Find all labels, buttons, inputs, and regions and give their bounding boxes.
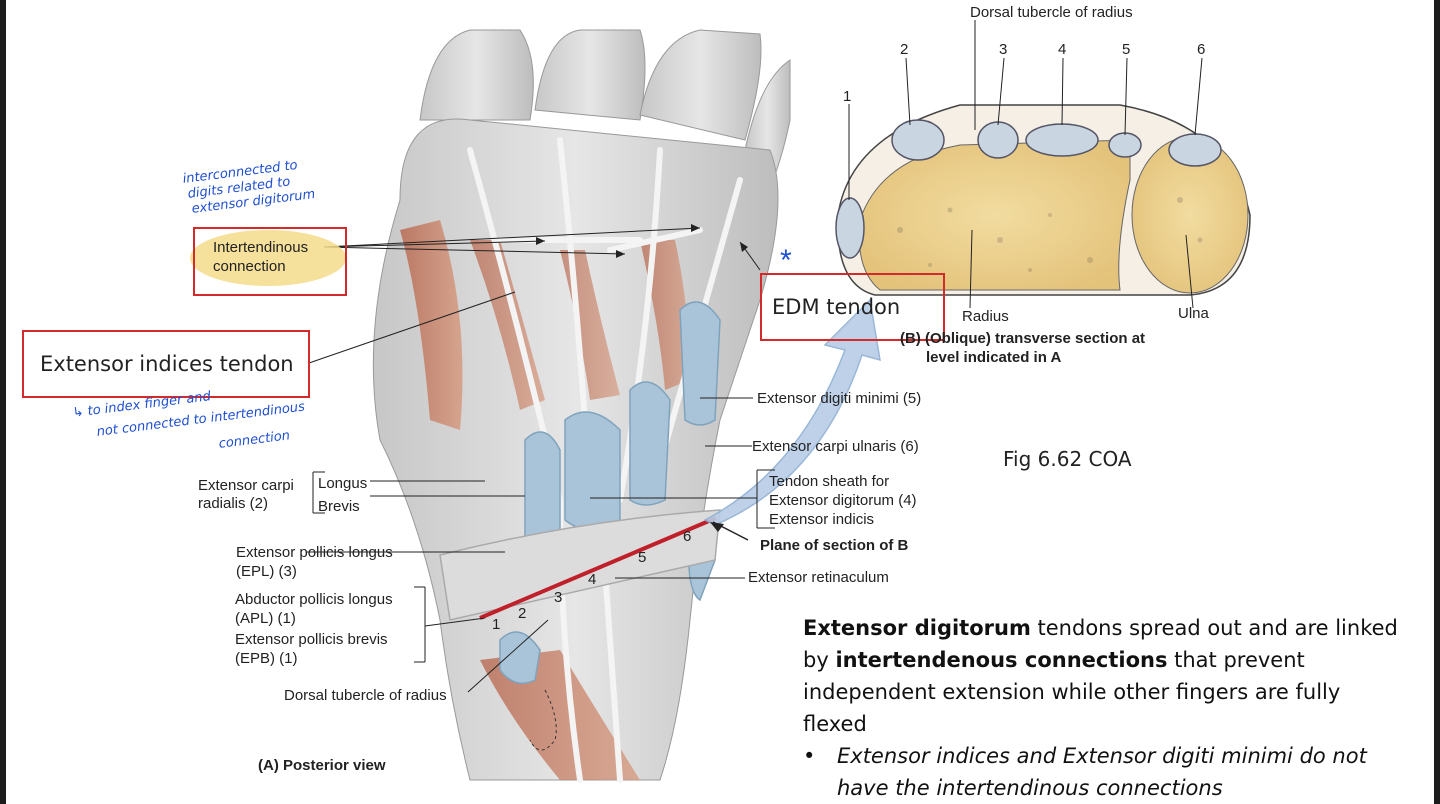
apl-label-line2: (APL) (1): [235, 610, 296, 627]
radius-label: Radius: [962, 308, 1009, 325]
ecr-label-line2: radialis (2): [198, 495, 269, 512]
section-number: 5: [1122, 41, 1131, 58]
epb-label-line1: Extensor pollicis brevis: [235, 631, 388, 648]
compartment-number: 2: [518, 605, 527, 622]
plane-of-section-label: Plane of section of B: [760, 537, 909, 554]
compartment-number: 4: [588, 571, 597, 588]
blue-arrow: [703, 298, 881, 526]
epb-label-line2: (EPB) (1): [235, 650, 298, 667]
explanation-paragraph: Extensor digitorum tendons spread out an…: [803, 612, 1403, 740]
paragraph-text: tendons spread out and are linked by: [803, 616, 1398, 672]
paragraph-text: that prevent independent extension while…: [803, 648, 1341, 736]
bold-term: Extensor digitorum: [803, 616, 1031, 640]
brevis-label: Brevis: [318, 498, 360, 515]
longus-label: Longus: [318, 475, 368, 492]
epl-label-line2: (EPL) (3): [236, 563, 297, 580]
cross-section-illustration: [835, 20, 1251, 309]
hand-illustration: [372, 29, 791, 783]
extensor-digiti-minimi-label: Extensor digiti minimi (5): [757, 390, 922, 407]
section-number: 3: [999, 41, 1008, 58]
extensor-retinaculum-label: Extensor retinaculum: [748, 569, 889, 586]
tendon-sheath-line1: Tendon sheath for: [769, 473, 890, 490]
section-number: 6: [1197, 41, 1206, 58]
tendon-sheath-line2: Extensor digitorum (4): [769, 492, 917, 509]
plane-of-section-line: [479, 516, 717, 620]
section-number: 1: [843, 88, 852, 105]
edm-box: [760, 273, 945, 341]
bold-term: intertendenous connections: [835, 648, 1168, 672]
extensor-carpi-ulnaris-label: Extensor carpi ulnaris (6): [752, 438, 919, 455]
tendon-sheath-line3: Extensor indicis: [769, 511, 875, 528]
left-frame-edge: [0, 0, 6, 804]
compartment-number: 6: [683, 528, 692, 545]
compartment-number: 3: [554, 589, 563, 606]
right-frame-edge: [1434, 0, 1440, 804]
compartment-number: 1: [492, 616, 501, 633]
bullet-text: Extensor indices and Extensor digiti min…: [837, 744, 1367, 800]
section-number: 2: [900, 41, 909, 58]
edm-tendon-label: EDM tendon: [772, 295, 901, 319]
section-number: 4: [1058, 41, 1067, 58]
ulna-label: Ulna: [1178, 305, 1209, 322]
bullet-symbol: •: [803, 744, 816, 768]
dorsal-tubercle-label-b: Dorsal tubercle of radius: [970, 4, 1133, 21]
intertendinous-box: [193, 227, 347, 296]
intertendinous-connection-label: Intertendinous connection: [213, 239, 309, 275]
epl-label-line1: Extensor pollicis longus: [236, 544, 393, 561]
apl-label-line1: Abductor pollicis longus: [235, 591, 393, 608]
highlight-marker: [190, 230, 346, 286]
extensor-indices-tendon-label: Extensor indices tendon: [40, 352, 294, 376]
compartment-number: 5: [638, 549, 647, 566]
figure-reference: Fig 6.62 COA: [1003, 447, 1132, 471]
posterior-view-caption: (A) Posterior view: [258, 757, 386, 774]
dorsal-tubercle-label-a: Dorsal tubercle of radius: [284, 687, 447, 704]
section-caption-line1: (B) (Oblique) transverse section at: [900, 330, 1146, 347]
ecr-label-line1: Extensor carpi: [198, 477, 294, 494]
section-caption-line2: level indicated in A: [926, 349, 1062, 366]
extensor-indices-box: [22, 330, 310, 398]
asterisk-mark: *: [780, 244, 792, 277]
